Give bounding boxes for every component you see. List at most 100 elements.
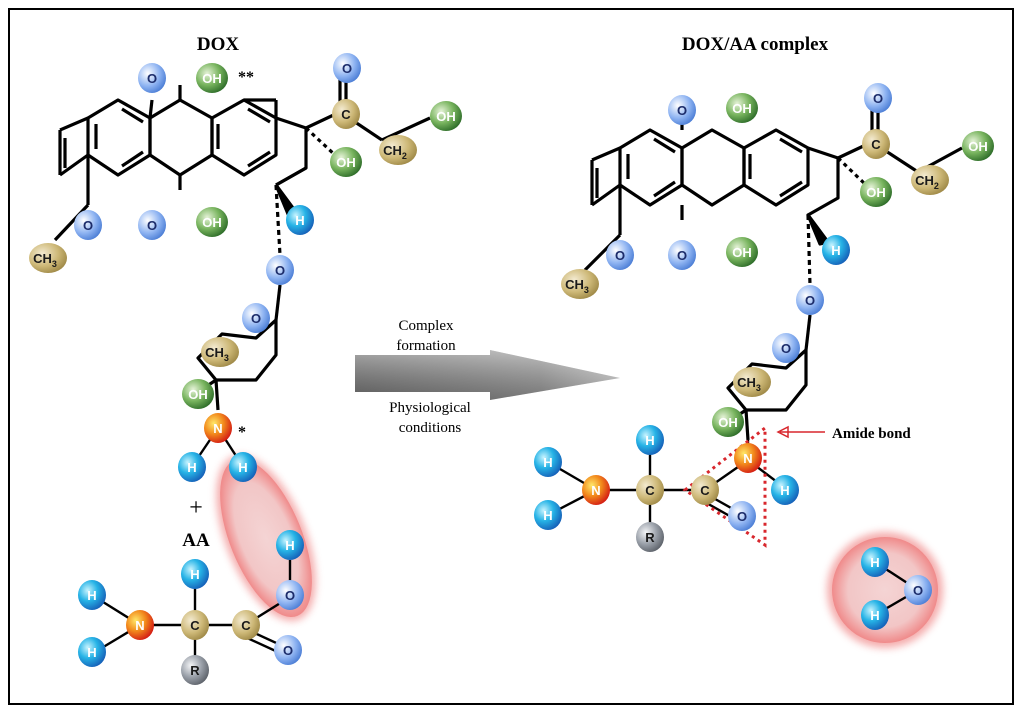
dox-hydroxyl-bottom: OH — [196, 207, 228, 237]
dox-hydroxyl-top-label: OH — [202, 71, 222, 86]
star-mark: * — [238, 424, 246, 441]
complex-carbonyl-oxygen-label: O — [737, 509, 747, 524]
aa-carbonyl-oxygen: O — [274, 635, 302, 665]
dox-hydroxyl-ring-d: OH — [330, 147, 362, 177]
dox-amine-hydrogen-1: H — [178, 452, 206, 482]
complex-carbonyl-oxygen: O — [728, 501, 756, 531]
water-oxygen-label: O — [913, 583, 923, 598]
figure-frame — [8, 8, 1014, 705]
amide-bond-marker — [682, 424, 767, 548]
complex-carbonyl-carbon: C — [691, 475, 719, 505]
dox-ketone-carbon-label: C — [341, 107, 351, 122]
dox-methylene-label: CH2 — [383, 143, 407, 161]
aa-r-group-label: R — [190, 663, 200, 678]
complex-methylene: CH2 — [911, 165, 949, 195]
complex-methylene-label: CH2 — [915, 173, 939, 191]
complex-r-group-label: R — [645, 530, 655, 545]
complex-ketone-oxygen-label: O — [873, 91, 883, 106]
complex-hydroxyl-bottom: OH — [726, 237, 758, 267]
complex-amide-hydrogen-label: H — [780, 483, 789, 498]
water-hydrogen-2-label: H — [870, 608, 879, 623]
complex-terminal-hydroxyl: OH — [962, 131, 994, 161]
arrow-label-top-2: formation — [396, 338, 456, 354]
complex-carbonyl-oxygen-bottom: O — [668, 240, 696, 270]
dox-amine-hydrogen-2: H — [229, 452, 257, 482]
complex-sugar-ring-oxygen: O — [772, 333, 800, 363]
water-hydrogen-2: H — [861, 600, 889, 630]
complex-amide-nitrogen: N — [734, 443, 762, 473]
dox-sugar-ring-oxygen-label: O — [251, 311, 261, 326]
aa-amine-nitrogen-label: N — [135, 618, 144, 633]
complex-hydroxyl-top-label: OH — [732, 101, 752, 116]
complex-amine-nitrogen-label: N — [591, 483, 600, 498]
dox-methylene: CH2 — [379, 135, 417, 165]
arrow-label-bottom-1: Physiological — [389, 400, 471, 416]
aa-acid-oxygen: O — [276, 580, 304, 610]
dox-glycosidic-oxygen-label: O — [275, 263, 285, 278]
complex-methoxy-methyl-label: CH3 — [565, 277, 589, 295]
arrow-label-bottom-2: conditions — [399, 420, 462, 436]
dox-amine-nitrogen: N — [204, 413, 232, 443]
complex-sugar-ring-oxygen-label: O — [781, 341, 791, 356]
complex-skeleton — [583, 104, 963, 441]
aa-carbonyl-oxygen-label: O — [283, 643, 293, 658]
complex-alpha-hydrogen: H — [636, 425, 664, 455]
dox-title: DOX — [197, 34, 240, 55]
dox-sugar-hydroxyl-label: OH — [188, 387, 208, 402]
complex-carbonyl-oxygen-bottom-label: O — [677, 248, 687, 263]
complex-hydrogen-ring-d: H — [822, 235, 850, 265]
aa-r-group: R — [181, 655, 209, 685]
aa-alpha-carbon-label: C — [190, 618, 200, 633]
reaction-arrow — [355, 350, 620, 400]
complex-amine-hydrogen-2-label: H — [543, 508, 552, 523]
complex-carbonyl-oxygen-top-label: O — [677, 103, 687, 118]
dox-terminal-hydroxyl: OH — [430, 101, 462, 131]
aa-carbonyl-carbon: C — [232, 610, 260, 640]
dox-methoxy-methyl-label: CH3 — [33, 251, 57, 269]
plus-sign: + — [189, 495, 203, 521]
complex-amine-nitrogen: N — [582, 475, 610, 505]
aa-acid-hydrogen: H — [276, 530, 304, 560]
complex-alpha-carbon-label: C — [645, 483, 655, 498]
dox-hydrogen-ring-d-label: H — [295, 213, 304, 228]
aa-carbonyl-carbon-label: C — [241, 618, 251, 633]
water-leaving-highlight — [216, 455, 316, 621]
complex-amide-nitrogen-label: N — [743, 451, 752, 466]
water-product-highlight — [827, 532, 943, 648]
complex-hydroxyl-ring-d: OH — [860, 177, 892, 207]
complex-amine-hydrogen-1: H — [534, 447, 562, 477]
water-oxygen: O — [904, 575, 932, 605]
dox-glycosidic-oxygen: O — [266, 255, 294, 285]
complex-sugar-methyl-label: CH3 — [737, 375, 761, 393]
complex-methoxy-methyl: CH3 — [561, 269, 599, 299]
complex-sugar-hydroxyl: OH — [712, 407, 744, 437]
dox-terminal-hydroxyl-label: OH — [436, 109, 456, 124]
dox-sugar-ring-oxygen: O — [242, 303, 270, 333]
complex-ketone-oxygen: O — [864, 83, 892, 113]
dox-methoxy-methyl: CH3 — [29, 243, 67, 273]
complex-hydroxyl-top: OH — [726, 93, 758, 123]
complex-methoxy-oxygen-label: O — [615, 248, 625, 263]
complex-title: DOX/AA complex — [682, 34, 829, 55]
complex-hydroxyl-ring-d-label: OH — [866, 185, 886, 200]
dox-hydrogen-ring-d: H — [286, 205, 314, 235]
complex-terminal-hydroxyl-label: OH — [968, 139, 988, 154]
complex-hydroxyl-bottom-label: OH — [732, 245, 752, 260]
dox-ketone-oxygen-label: O — [342, 61, 352, 76]
dox-ketone-carbon: C — [332, 99, 360, 129]
complex-r-group: R — [636, 522, 664, 552]
complex-glycosidic-oxygen: O — [796, 285, 824, 315]
complex-glycosidic-oxygen-label: O — [805, 293, 815, 308]
complex-hydrogen-ring-d-label: H — [831, 243, 840, 258]
dox-sugar-methyl-label: CH3 — [205, 345, 229, 363]
complex-sugar-methyl: CH3 — [733, 367, 771, 397]
dox-hydroxyl-ring-d-label: OH — [336, 155, 356, 170]
dox-amine-hydrogen-2-label: H — [238, 460, 247, 475]
dox-sugar-methyl: CH3 — [201, 337, 239, 367]
dox-methoxy-oxygen-label: O — [83, 218, 93, 233]
dox-methoxy-oxygen: O — [74, 210, 102, 240]
aa-label: AA — [182, 530, 210, 551]
complex-sugar-hydroxyl-label: OH — [718, 415, 738, 430]
